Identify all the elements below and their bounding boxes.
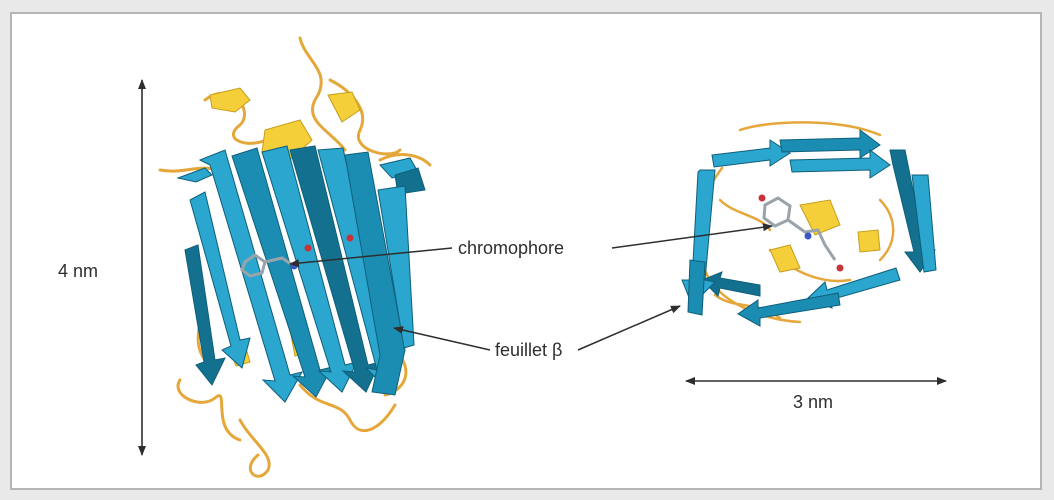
- gfp-side-view-icon: [160, 38, 430, 476]
- beta-sheet-label: feuillet β: [495, 340, 562, 360]
- chromophore-label: chromophore: [458, 238, 564, 258]
- width-label: 3 nm: [793, 392, 833, 412]
- height-label: 4 nm: [58, 261, 98, 281]
- gfp-top-view-icon: [682, 122, 936, 326]
